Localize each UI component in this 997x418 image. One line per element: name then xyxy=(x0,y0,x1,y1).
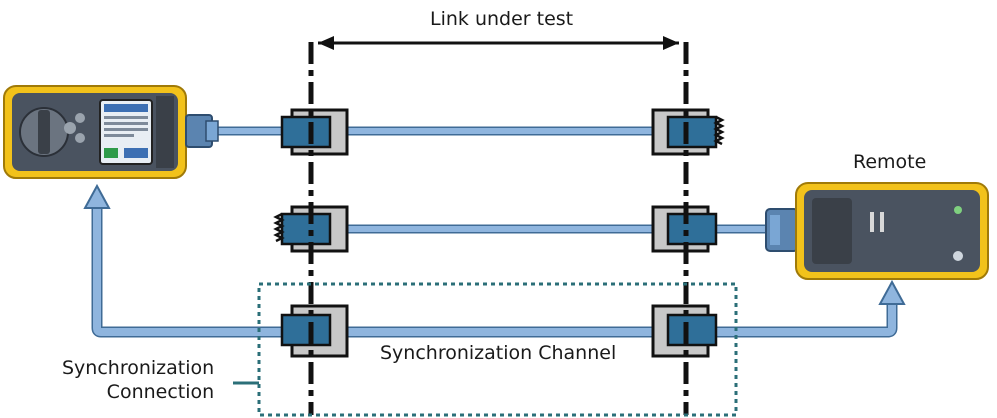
sync-arrow-right xyxy=(878,279,906,305)
coupler-middle-left xyxy=(273,205,349,253)
sync-connection-line2: Connection xyxy=(106,381,215,403)
sync-connection-line1: Synchronization xyxy=(62,357,215,379)
coupler-middle-right xyxy=(651,205,718,253)
link-under-test-label: Link under test xyxy=(430,8,574,30)
synchronization-connection-label: Synchronization Connection xyxy=(62,356,214,404)
synchronization-channel-label: Synchronization Channel xyxy=(380,342,617,364)
sync-arrow-left xyxy=(83,183,111,209)
coupler-sync-right xyxy=(651,304,718,358)
main-tester-device xyxy=(3,85,219,179)
remote-unit-device xyxy=(765,182,989,280)
coupler-top-right xyxy=(651,108,725,156)
remote-label: Remote xyxy=(853,151,927,173)
coupler-top-left xyxy=(280,108,349,156)
coupler-sync-left xyxy=(280,304,349,358)
link-under-test-arrow xyxy=(318,36,679,50)
synchronization-connection-path xyxy=(83,183,906,338)
